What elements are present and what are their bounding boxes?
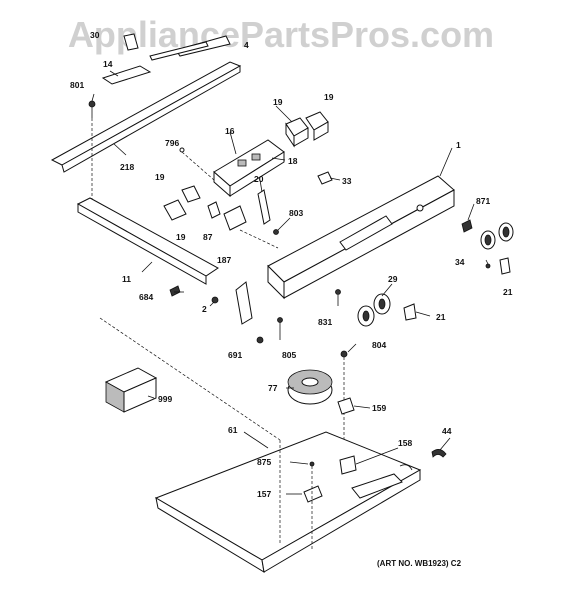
part-801-screw[interactable]	[88, 100, 96, 108]
callout-19-top-b: 19	[324, 92, 334, 102]
part-796-screw[interactable]	[179, 147, 185, 153]
callout-19-top-a: 19	[273, 97, 283, 107]
callout-30: 30	[90, 30, 100, 40]
callout-11: 11	[122, 274, 131, 284]
part-33-clip[interactable]	[317, 171, 333, 185]
callout-14: 14	[103, 59, 113, 69]
part-803-screw[interactable]	[273, 229, 279, 235]
part-16-timer[interactable]	[213, 139, 285, 198]
callout-875: 875	[257, 457, 271, 467]
part-44-clip[interactable]	[431, 449, 447, 458]
callout-87: 87	[203, 232, 213, 242]
callout-684: 684	[139, 292, 153, 302]
callout-187: 187	[217, 255, 231, 265]
callout-159: 159	[372, 403, 386, 413]
part-831-screw[interactable]	[335, 289, 341, 295]
part-159-clip[interactable]	[337, 397, 355, 415]
part-19-switch-left-a[interactable]	[181, 185, 201, 203]
part-1-control-panel[interactable]	[267, 175, 455, 300]
callout-157: 157	[257, 489, 271, 499]
callout-804: 804	[372, 340, 386, 350]
part-61-base-pan[interactable]	[154, 431, 422, 573]
callout-4: 4	[244, 40, 249, 50]
callout-77: 77	[268, 383, 278, 393]
callout-691: 691	[228, 350, 242, 360]
callout-831: 831	[318, 317, 332, 327]
part-19-switch-left-b[interactable]	[163, 199, 187, 221]
callout-21-center: 21	[436, 312, 446, 322]
part-29-knob-b[interactable]	[373, 293, 391, 315]
callout-796: 796	[165, 138, 179, 148]
callout-19-left-a: 19	[155, 172, 165, 182]
callout-158: 158	[398, 438, 412, 448]
part-34-screw[interactable]	[485, 263, 491, 269]
callout-44: 44	[442, 426, 452, 436]
callout-2: 2	[202, 304, 207, 314]
callout-805: 805	[282, 350, 296, 360]
part-871-screw[interactable]	[461, 219, 473, 233]
part-20-bracket[interactable]	[257, 189, 271, 225]
part-158-bracket[interactable]	[339, 455, 357, 475]
part-999-kit-box[interactable]	[104, 367, 158, 413]
part-157-bracket[interactable]	[303, 485, 323, 503]
part-11-side-rail[interactable]	[76, 197, 219, 285]
part-19-switch-top-b[interactable]	[305, 111, 329, 141]
callout-1: 1	[456, 140, 461, 150]
part-691-screw[interactable]	[256, 336, 264, 344]
part-77-coil[interactable]	[287, 369, 333, 405]
callout-61: 61	[228, 425, 238, 435]
part-19-switch-top-a[interactable]	[285, 117, 309, 148]
callout-33: 33	[342, 176, 352, 186]
callout-29: 29	[388, 274, 398, 284]
callout-21-right: 21	[503, 287, 513, 297]
callout-801: 801	[70, 80, 84, 90]
watermark: AppliancePartsPros.com	[67, 14, 495, 55]
callout-19-left-b: 19	[176, 232, 186, 242]
part-804-screw[interactable]	[340, 350, 348, 358]
callout-34: 34	[455, 257, 465, 267]
part-875-screw[interactable]	[309, 461, 315, 467]
part-14-bracket[interactable]	[101, 65, 152, 85]
callout-803: 803	[289, 208, 303, 218]
callout-16: 16	[225, 126, 235, 136]
part-87-knob[interactable]	[207, 201, 221, 219]
part-21-knob-right[interactable]	[499, 257, 511, 275]
part-30-clip[interactable]	[123, 33, 139, 51]
part-684-screw[interactable]	[169, 285, 181, 297]
art-number: (ART NO. WB1923) C2	[377, 559, 462, 568]
part-29-knob-a[interactable]	[357, 305, 375, 327]
part-4-bar[interactable]	[149, 41, 209, 61]
part-218-trim-rail[interactable]	[50, 61, 242, 173]
callout-218: 218	[120, 162, 134, 172]
part-187-cover[interactable]	[223, 205, 247, 231]
part-knob-right-a[interactable]	[480, 230, 496, 250]
callout-18: 18	[288, 156, 298, 166]
part-knob-right-b[interactable]	[498, 222, 514, 242]
callout-871: 871	[476, 196, 490, 206]
part-21-knob-center[interactable]	[403, 303, 417, 321]
callout-20: 20	[254, 174, 264, 184]
part-2-bracket[interactable]	[235, 281, 253, 325]
callout-999: 999	[158, 394, 172, 404]
part-805-screw[interactable]	[277, 317, 283, 323]
